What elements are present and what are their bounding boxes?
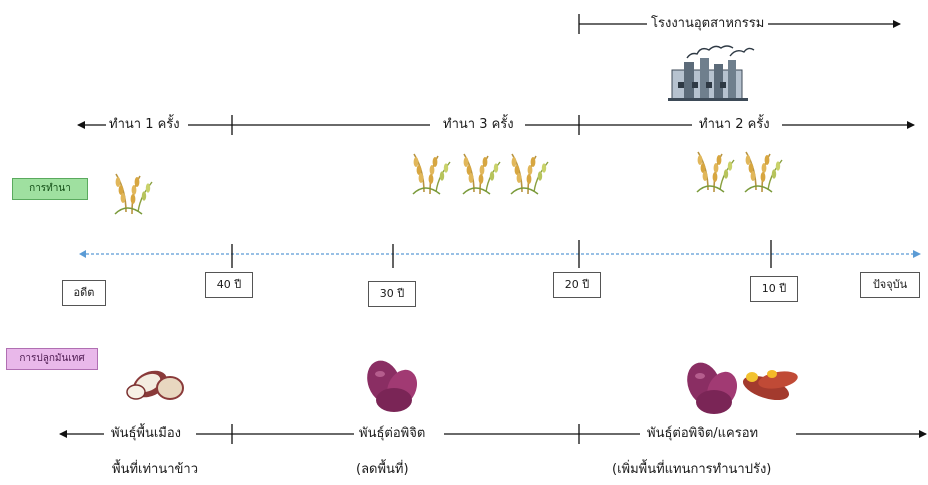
purple-sweet-potato-icon [361, 355, 423, 412]
rice-plant-icon [696, 151, 735, 193]
timeline-tick-label-40: 40 ปี [205, 272, 253, 298]
purple-sweet-potato-icon [681, 357, 743, 414]
carrot-sweet-potato-icon [742, 370, 798, 401]
rice-period-2: ทำนา 3 ครั้ง [440, 117, 517, 133]
rice-plant-icon [744, 151, 783, 193]
cassava-note-2: (ลดพื้นที่) [356, 462, 409, 477]
rice-plant-icon [462, 153, 501, 195]
cassava-note-3: (เพิ่มพื้นที่แทนการทำนาปรัง) [612, 462, 772, 477]
timeline-end-label: ปัจจุบัน [860, 272, 920, 298]
cassava-period-3: พันธุ์ต่อพิจิต/แครอท [644, 426, 762, 442]
cassava-note-1: พื้นที่เท่านาข้าว [112, 462, 199, 477]
timeline-tick-label-30: 30 ปี [368, 281, 416, 307]
cassava-category-tag: การปลูกมันเทศ [6, 348, 98, 370]
rice-period-3: ทำนา 2 ครั้ง [696, 117, 773, 133]
timeline-tick-label-20: 20 ปี [553, 272, 601, 298]
timeline-start-label: อดีต [62, 280, 106, 306]
rice-plant-icon [412, 153, 451, 195]
white-cassava-icon [126, 370, 184, 400]
rice-plant-icon [510, 153, 549, 195]
factory-icon [668, 45, 755, 101]
rice-category-tag: การทำนา [12, 178, 88, 200]
factory-label: โรงงานอุตสาหกรรม [647, 16, 769, 32]
rice-plant-icon [114, 173, 153, 215]
cassava-period-1: พันธุ์พื้นเมือง [108, 426, 185, 442]
cassava-period-2: พันธุ์ต่อพิจิต [356, 426, 429, 442]
timeline-tick-label-10: 10 ปี [750, 276, 798, 302]
rice-period-1: ทำนา 1 ครั้ง [106, 117, 183, 133]
